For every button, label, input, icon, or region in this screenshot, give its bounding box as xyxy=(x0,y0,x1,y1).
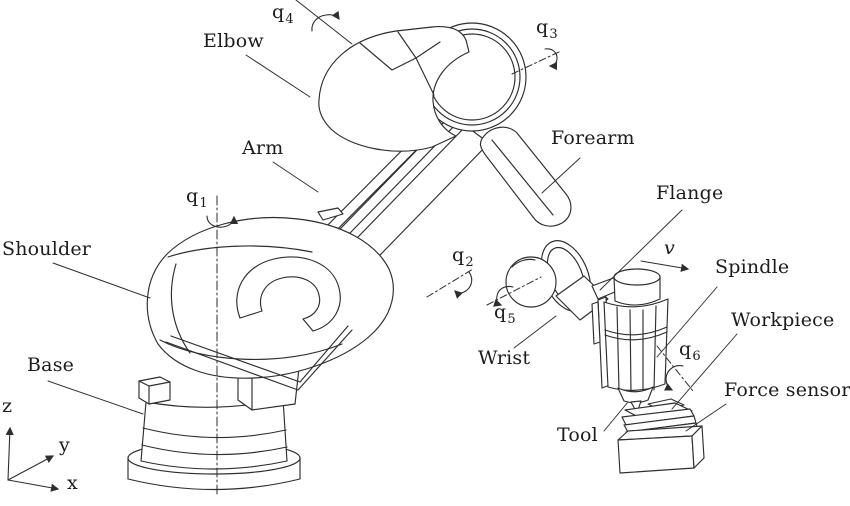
label-forearm: Forearm xyxy=(551,127,635,149)
q5-subscript: 5 xyxy=(507,312,516,327)
q5-symbol: q xyxy=(494,301,507,323)
spindle-body xyxy=(603,268,669,414)
label-tool: Tool xyxy=(557,424,598,446)
label-shoulder: Shoulder xyxy=(2,238,92,260)
q6-subscript: 6 xyxy=(692,349,701,364)
q2-symbol: q xyxy=(452,244,465,266)
label-workpiece: Workpiece xyxy=(731,309,835,331)
label-joint-q5: q5 xyxy=(494,301,516,326)
label-joint-q6: q6 xyxy=(679,338,701,363)
label-joint-q2: q2 xyxy=(452,244,474,269)
label-axis-z: z xyxy=(2,395,13,417)
elbow-housing xyxy=(318,22,527,152)
q1-symbol: q xyxy=(186,185,199,207)
leader-lines xyxy=(47,54,738,432)
force-sensor-box xyxy=(617,425,705,474)
rotation-arrows xyxy=(206,10,684,391)
label-joint-q4: q4 xyxy=(272,1,294,26)
label-force-sensor: Force sensor xyxy=(724,379,850,401)
q4-symbol: q xyxy=(272,1,285,23)
coordinate-frame xyxy=(5,426,60,492)
q6-symbol: q xyxy=(679,338,692,360)
velocity-arrow xyxy=(640,260,690,272)
label-wrist: Wrist xyxy=(478,347,531,369)
label-elbow: Elbow xyxy=(203,30,264,52)
label-axis-y: y xyxy=(59,434,70,456)
q1-subscript: 1 xyxy=(199,196,208,211)
label-arm: Arm xyxy=(242,137,284,159)
label-spindle: Spindle xyxy=(715,256,790,278)
label-axis-x: x xyxy=(67,472,78,494)
shoulder-body xyxy=(146,216,394,391)
q4-subscript: 4 xyxy=(285,12,294,27)
label-joint-q1: q1 xyxy=(186,185,208,210)
label-joint-q3: q3 xyxy=(536,16,558,41)
label-velocity: v xyxy=(664,237,675,259)
base-pedestal xyxy=(127,357,301,491)
label-base: Base xyxy=(27,354,75,376)
q3-symbol: q xyxy=(536,16,549,38)
q3-subscript: 3 xyxy=(549,27,558,42)
q2-subscript: 2 xyxy=(465,255,474,270)
label-flange: Flange xyxy=(656,182,724,204)
